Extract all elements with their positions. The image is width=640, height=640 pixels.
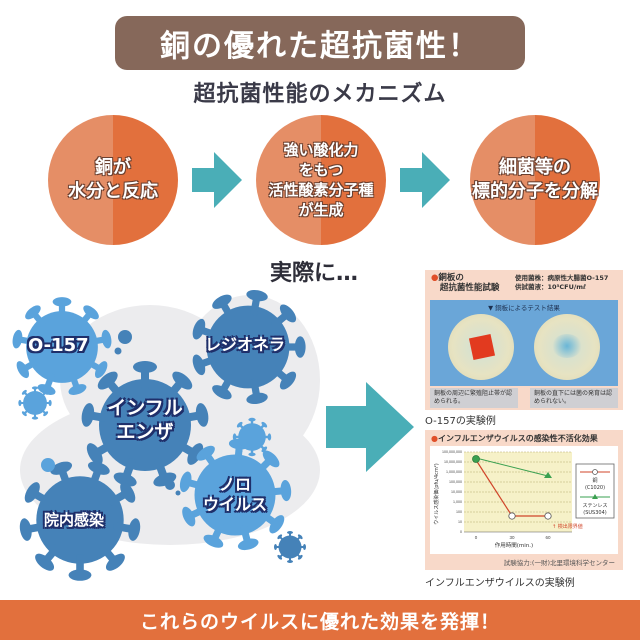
copper-plate — [468, 333, 496, 361]
svg-text:0: 0 — [460, 530, 462, 534]
experiment1-heading: ●銅板の 超抗菌性能試験 — [431, 273, 499, 293]
y-axis-label: ウイルス感染価(pfu/4cm²) — [433, 463, 440, 525]
inactivation-chart: 100,000,000 10,000,000 1,000,000 100,000 1… — [430, 446, 618, 554]
info-line: 供試菌液：10⁵CFU/mℓ — [515, 283, 587, 292]
caption-left: 銅板の周辺に繁殖阻止帯が認められる。 — [430, 388, 518, 408]
page-title: 銅の優れた超抗菌性！ — [160, 29, 480, 64]
petri-dish-photo: ▼ 銅板によるテスト結果 — [430, 300, 618, 386]
svg-text:1,000,000: 1,000,000 — [446, 470, 462, 474]
svg-text:30: 30 — [509, 535, 515, 540]
svg-text:10: 10 — [458, 520, 462, 524]
step-3-line-2: 標的分子を分解 — [472, 181, 598, 202]
arrow-right-icon — [326, 382, 414, 472]
virus-label-nosocomial: 院内感染 — [44, 511, 105, 529]
bullet-icon: ● — [431, 434, 438, 443]
svg-text:0: 0 — [475, 535, 478, 540]
blue-spot — [552, 334, 582, 358]
experiment2-heading: ●インフルエンザウイルスの感染性不活化効果 — [431, 433, 598, 444]
heading-line: 超抗菌性能試験 — [439, 283, 500, 294]
experiment1-info: 使用菌株：病原性大腸菌O-157 供試菌液：10⁵CFU/mℓ — [515, 274, 608, 293]
svg-text:60: 60 — [545, 535, 551, 540]
heading-text: インフルエンザウイルスの感染性不活化効果 — [437, 434, 598, 443]
small-virus-icon — [18, 386, 52, 420]
svg-text:100,000: 100,000 — [449, 480, 462, 484]
bottom-banner: これらのウイルスに優れた効果を発揮！ — [0, 600, 640, 640]
photo-title: ▼ 銅板によるテスト結果 — [488, 304, 560, 312]
virus-label-o157: O-157 — [28, 335, 89, 356]
svg-text:100,000,000: 100,000,000 — [442, 450, 462, 454]
virus-icon — [177, 437, 293, 553]
info-line: 使用菌株：病原性大腸菌O-157 — [515, 274, 609, 282]
influenza-experiment-panel: ●インフルエンザウイルスの感染性不活化効果 100,000,000 10,000,… — [425, 430, 623, 570]
mechanism-subtitle: 超抗菌性能のメカニズム — [193, 82, 447, 107]
virus-icon — [79, 361, 211, 490]
step-1-line-1: 銅が — [95, 156, 131, 178]
arrow-right-icon — [400, 152, 450, 208]
detection-limit-label: ↑ 検出限界値 — [552, 523, 583, 530]
x-axis-label: 作用時間(min.) — [495, 541, 533, 549]
svg-text:100: 100 — [456, 510, 462, 514]
virus-icon — [11, 297, 113, 398]
virus-label-influenza: インフル エンザ — [105, 397, 185, 445]
line-chart: 100,000,000 10,000,000 1,000,000 100,000 1… — [433, 450, 615, 549]
virus-label-legionella: レジオネラ — [205, 335, 286, 354]
o157-experiment-panel: ●銅板の 超抗菌性能試験 使用菌株：病原性大腸菌O-157 供試菌液：10⁵CF… — [425, 270, 623, 410]
small-virus-icon — [232, 417, 272, 457]
test-credit: 試験協力:(一財)北里環境科学センター — [503, 559, 615, 567]
small-virus-icon — [274, 531, 306, 563]
virus-label-line: エンザ — [116, 420, 174, 443]
step-3-line-1: 細菌等の — [499, 156, 571, 178]
mechanism-step-1: 銅が 水分と反応 — [48, 115, 178, 245]
step-2-line-2: をもつ — [298, 160, 344, 179]
virus-icon — [18, 458, 142, 581]
actual-label: 実際に… — [270, 261, 359, 286]
bullet-icon: ● — [431, 273, 439, 283]
svg-text:1,000: 1,000 — [453, 500, 462, 504]
mechanism-step-2: 強い酸化力 をもつ 活性酸素分子種 が生成 — [256, 115, 386, 245]
svg-text:銅: 銅 — [592, 477, 597, 484]
o157-caption: O-157の実験例 — [425, 416, 496, 427]
step-1-line-2: 水分と反応 — [68, 181, 158, 202]
virus-label-line: ノロ — [218, 475, 251, 494]
step-2-line-1: 強い酸化力 — [283, 140, 359, 159]
svg-text:10,000,000: 10,000,000 — [444, 460, 462, 464]
virus-icons — [11, 288, 306, 581]
svg-text:(C1020): (C1020) — [585, 485, 605, 491]
title-banner: 銅の優れた超抗菌性！ — [115, 16, 525, 70]
virus-label-line: インフル — [107, 397, 183, 419]
svg-text:10,000: 10,000 — [451, 490, 462, 494]
mechanism-step-3: 細菌等の 標的分子を分解 — [470, 115, 600, 245]
influenza-caption: インフルエンザウイルスの実験例 — [425, 578, 575, 589]
banner-text: これらのウイルスに優れた効果を発揮！ — [139, 610, 500, 633]
svg-text:ステンレス: ステンレス — [582, 503, 607, 509]
arrow-right-icon — [192, 152, 242, 208]
heading-line: 銅板の — [438, 273, 464, 283]
caption-right: 銅板の直下には菌の発育は認められない。 — [530, 388, 618, 408]
virus-icon — [190, 288, 306, 406]
virus-label-line: ウイルス — [202, 495, 267, 514]
svg-text:(SUS304): (SUS304) — [583, 510, 607, 516]
virus-label-norovirus: ノロ ウイルス — [195, 475, 275, 515]
step-2-line-3: 活性酸素分子種 — [268, 181, 374, 199]
step-2-line-4: が生成 — [298, 201, 344, 220]
virus-illustration: O-157 レジオネラ インフル エンザ 院内感染 ノロ ウイルス — [0, 285, 330, 585]
